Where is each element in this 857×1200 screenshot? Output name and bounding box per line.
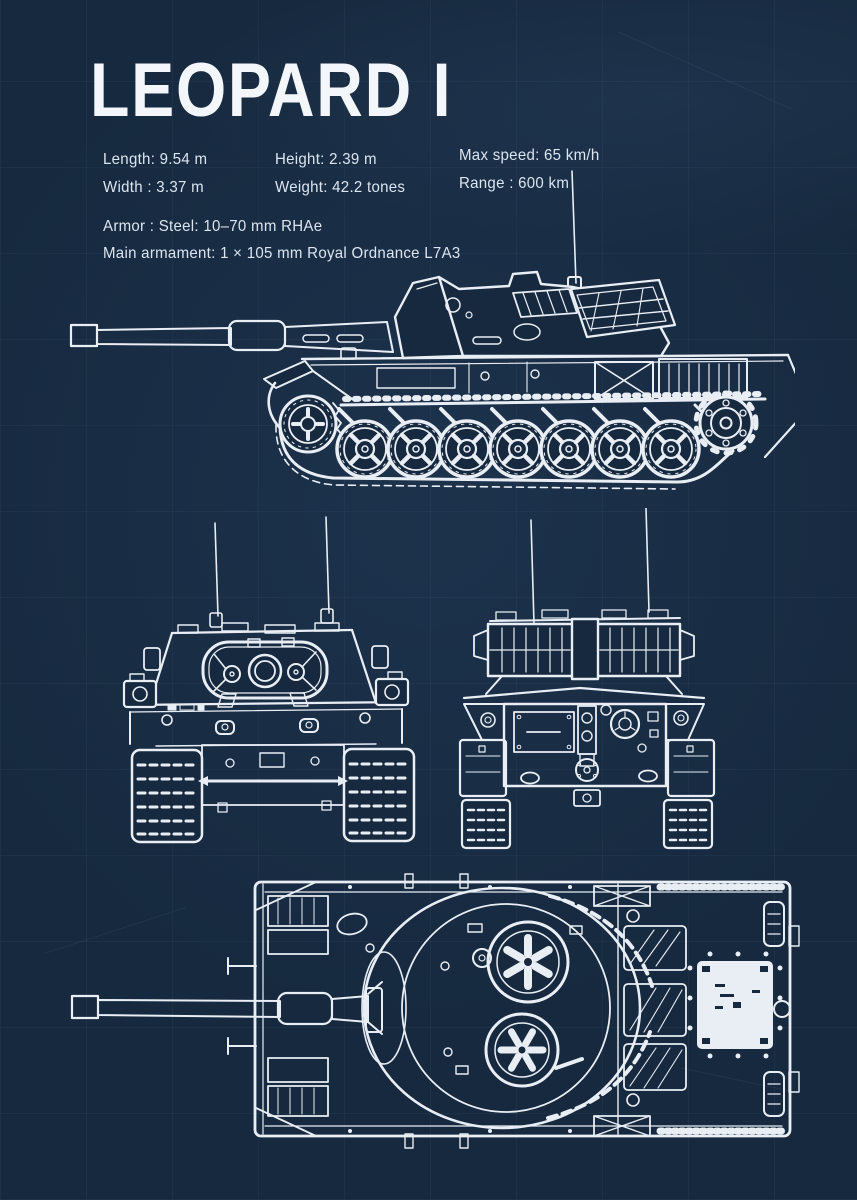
side-hull — [263, 347, 795, 459]
side-gun-barrel — [69, 319, 394, 353]
rear-hull — [462, 675, 706, 788]
side-antenna — [567, 170, 582, 292]
front-lower-hull — [198, 744, 348, 813]
armor-armament-block: Armor : Steel: 10–70 mm RHAe Main armame… — [103, 213, 461, 267]
spec-column-1: Length: 9.54 m Width : 3.37 m — [103, 146, 207, 202]
tank-top-view-drawing — [70, 873, 800, 1149]
tank-front-view-drawing — [122, 516, 416, 844]
spec-column-3: Max speed: 65 km/h Range : 600 km — [459, 142, 600, 198]
side-stowage-basket — [569, 278, 677, 339]
front-turret — [143, 622, 389, 708]
rear-fenders — [458, 703, 716, 807]
spec-length: Length: 9.54 m — [103, 151, 208, 168]
spec-main-armament: Main armament: 1 × 105 mm Royal Ordnance… — [103, 245, 461, 262]
spec-width: Width : 3.37 m — [103, 179, 204, 196]
top-loader-hatch — [484, 1012, 560, 1088]
tank-side-view-drawing — [69, 170, 795, 490]
top-gun-barrel — [70, 987, 383, 1033]
front-tracks — [130, 747, 416, 844]
rear-stowage-basket — [473, 609, 695, 681]
front-antennas — [209, 516, 334, 628]
side-turret — [393, 270, 671, 360]
spec-height: Height: 2.39 m — [275, 151, 377, 168]
rear-antennas — [530, 508, 650, 625]
tank-rear-view-drawing — [458, 508, 716, 850]
spec-range: Range : 600 km — [459, 175, 570, 192]
poster-title: LEOPARD I — [90, 48, 453, 133]
top-turret — [361, 886, 654, 1130]
side-running-gear — [267, 381, 767, 490]
spec-armor: Armor : Steel: 10–70 mm RHAe — [103, 218, 323, 235]
rear-tracks — [460, 798, 714, 850]
spec-column-2: Height: 2.39 m Weight: 42.2 tones — [275, 146, 405, 202]
top-engine-deck — [593, 883, 800, 1137]
scratch-texture — [618, 31, 792, 110]
top-commander-hatch — [486, 920, 570, 1004]
spec-weight: Weight: 42.2 tones — [275, 179, 406, 196]
spec-max-speed: Max speed: 65 km/h — [459, 147, 600, 164]
